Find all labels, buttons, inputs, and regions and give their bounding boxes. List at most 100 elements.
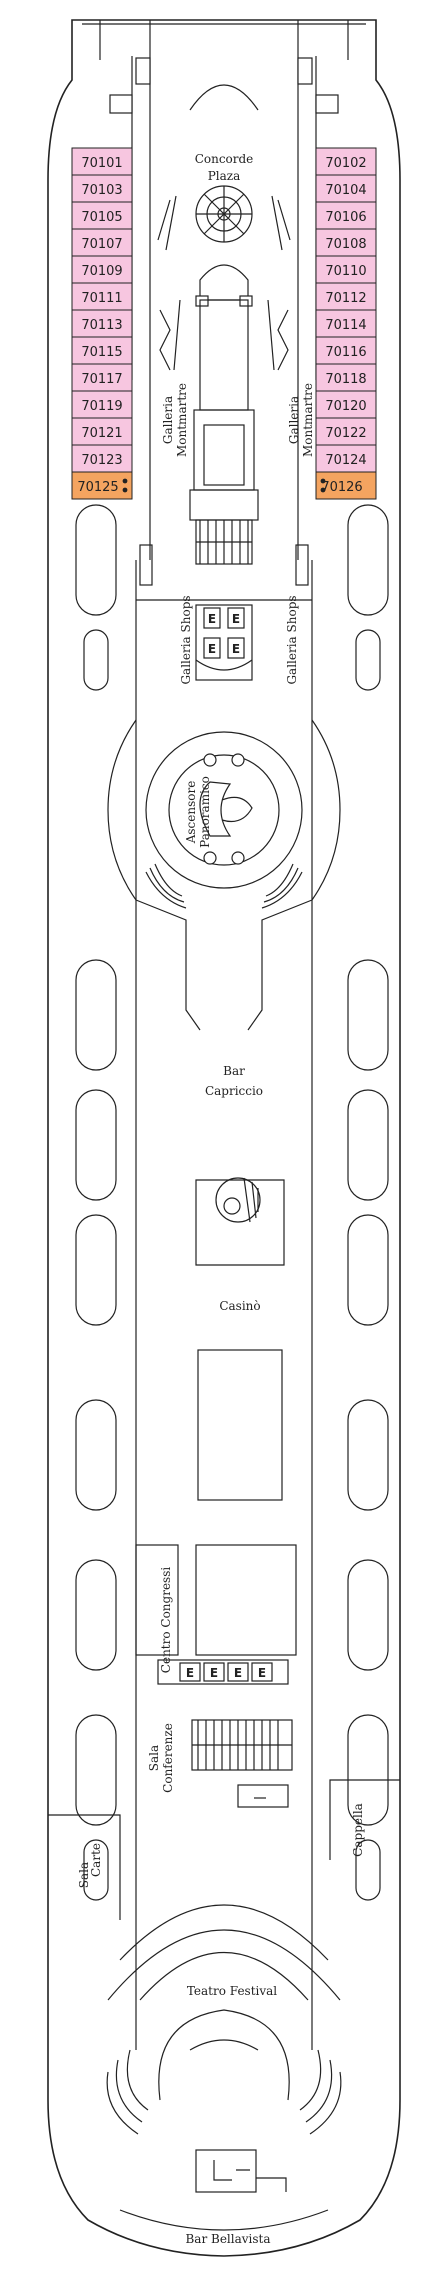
cabin-70112[interactable] <box>315 282 377 311</box>
panoramico-label: Panoramico <box>198 776 212 848</box>
concorde-plaza-label-2: Plaza <box>208 169 241 183</box>
starboard-cabins: 7010270104701067010870110701127011470116… <box>315 147 377 500</box>
port-cabins: 7010170103701057010770109701117011370115… <box>71 147 133 500</box>
lifeboat-stbd <box>347 1089 389 1201</box>
accessible-marker-icon <box>320 487 326 493</box>
sala-carte-label-2: Carte <box>89 1843 103 1877</box>
cabin-number-70118: 70118 <box>325 372 366 387</box>
cabin-number-70106: 70106 <box>325 210 366 225</box>
sala-carte-room <box>48 1814 121 1920</box>
cabin-70108[interactable] <box>315 228 377 257</box>
cabin-70109[interactable] <box>71 255 133 284</box>
cabin-number-70116: 70116 <box>325 345 366 360</box>
cabin-70121[interactable] <box>71 417 133 446</box>
cabin-number-70126: 70126 <box>321 480 362 495</box>
cappella-room <box>329 1779 400 1860</box>
cabin-70107[interactable] <box>71 228 133 257</box>
elevator-e-7: E <box>234 1666 242 1680</box>
cabin-70101[interactable] <box>71 147 133 176</box>
lifeboat-stbd <box>347 1399 389 1511</box>
bar-bellavista-label: Bar Bellavista <box>185 2232 270 2246</box>
cabin-70104[interactable] <box>315 174 377 203</box>
cabin-70105[interactable] <box>71 201 133 230</box>
cabin-70113[interactable] <box>71 309 133 338</box>
cabin-70123[interactable] <box>71 444 133 473</box>
elevator-e-6: E <box>210 1666 218 1680</box>
centro-congressi-area: E E E E <box>135 1544 297 1685</box>
cabin-70125[interactable] <box>71 471 133 500</box>
cabin-70124[interactable] <box>315 444 377 473</box>
cabin-number-70104: 70104 <box>325 183 366 198</box>
cabin-number-70115: 70115 <box>81 345 122 360</box>
cabin-70126[interactable] <box>315 471 377 500</box>
lifeboat-port <box>75 1559 117 1671</box>
lifeboats <box>75 504 389 1901</box>
sala-carte-label: Sala <box>77 1862 91 1888</box>
cabin-number-70113: 70113 <box>81 318 122 333</box>
panoramic-elevator-rotunda <box>107 719 341 1031</box>
lifeboat-stbd <box>347 959 389 1071</box>
cabin-number-70112: 70112 <box>325 291 366 306</box>
centro-congressi-label: Centro Congressi <box>159 1567 173 1674</box>
lifeboat-stbd <box>347 1214 389 1326</box>
accessible-marker-icon <box>122 487 128 493</box>
sala-conferenze-label-2: Conferenze <box>161 1723 175 1793</box>
galleria-shops-stbd-label: Galleria Shops <box>285 595 299 684</box>
cabin-number-70125: 70125 <box>77 480 118 495</box>
galleria-montmartre-stbd-label: Galleria <box>287 396 301 444</box>
casino-spiral-stair <box>195 1177 285 1266</box>
cabin-number-70108: 70108 <box>325 237 366 252</box>
elevator-e-3: E <box>208 642 216 656</box>
galleria-shops-area: E E E E <box>136 599 312 681</box>
cabin-70115[interactable] <box>71 336 133 365</box>
cabin-70103[interactable] <box>71 174 133 203</box>
galleria-montmartre-port-label: Galleria <box>161 396 175 444</box>
teatro-festival <box>106 1904 342 2231</box>
lifeboat-port <box>75 1399 117 1511</box>
accessible-marker-icon <box>122 478 128 484</box>
cabin-number-70120: 70120 <box>325 399 366 414</box>
lifeboat-port <box>75 1089 117 1201</box>
cabin-number-70117: 70117 <box>81 372 122 387</box>
casino-floor <box>197 1349 283 1501</box>
cabin-70116[interactable] <box>315 336 377 365</box>
elevator-e-8: E <box>258 1666 266 1680</box>
cabin-70106[interactable] <box>315 201 377 230</box>
bar-capriccio-label-2: Capriccio <box>205 1084 263 1098</box>
cabin-number-70122: 70122 <box>325 426 366 441</box>
cabin-70119[interactable] <box>71 390 133 419</box>
ascensore-label: Ascensore <box>184 781 198 845</box>
lifeboat-port <box>75 504 117 616</box>
cabin-70120[interactable] <box>315 390 377 419</box>
elevator-e-2: E <box>232 612 240 626</box>
casino-label: Casinò <box>219 1299 260 1313</box>
lifeboat-stbd <box>347 1714 389 1826</box>
teatro-festival-label: Teatro Festival <box>187 1984 277 1998</box>
cabin-number-70105: 70105 <box>81 210 122 225</box>
lifeboat-port <box>83 1839 109 1901</box>
sala-conferenze-label: Sala <box>147 1745 161 1771</box>
concorde-plaza-label: Concorde <box>195 152 254 166</box>
cabin-number-70119: 70119 <box>81 399 122 414</box>
cabin-70114[interactable] <box>315 309 377 338</box>
elevator-e-4: E <box>232 642 240 656</box>
aft-stairs <box>191 1719 293 1808</box>
cabin-number-70109: 70109 <box>81 264 122 279</box>
lifeboat-stbd <box>347 504 389 616</box>
galleria-montmartre-port-label-2: Montmartre <box>175 383 189 457</box>
accessible-marker-icon <box>320 478 326 484</box>
cabin-number-70102: 70102 <box>325 156 366 171</box>
galleria-montmartre-stbd-label-2: Montmartre <box>301 383 315 457</box>
cabin-number-70101: 70101 <box>81 156 122 171</box>
cappella-label: Cappella <box>351 1803 365 1857</box>
cabin-number-70107: 70107 <box>81 237 122 252</box>
cabin-number-70123: 70123 <box>81 453 122 468</box>
lifeboat-stbd <box>355 629 381 691</box>
cabin-number-70124: 70124 <box>325 453 366 468</box>
lifeboat-port <box>75 1714 117 1826</box>
cabin-70122[interactable] <box>315 417 377 446</box>
cabin-70102[interactable] <box>315 147 377 176</box>
midship-stairs-forward <box>139 519 309 586</box>
lifeboat-stbd <box>347 1559 389 1671</box>
